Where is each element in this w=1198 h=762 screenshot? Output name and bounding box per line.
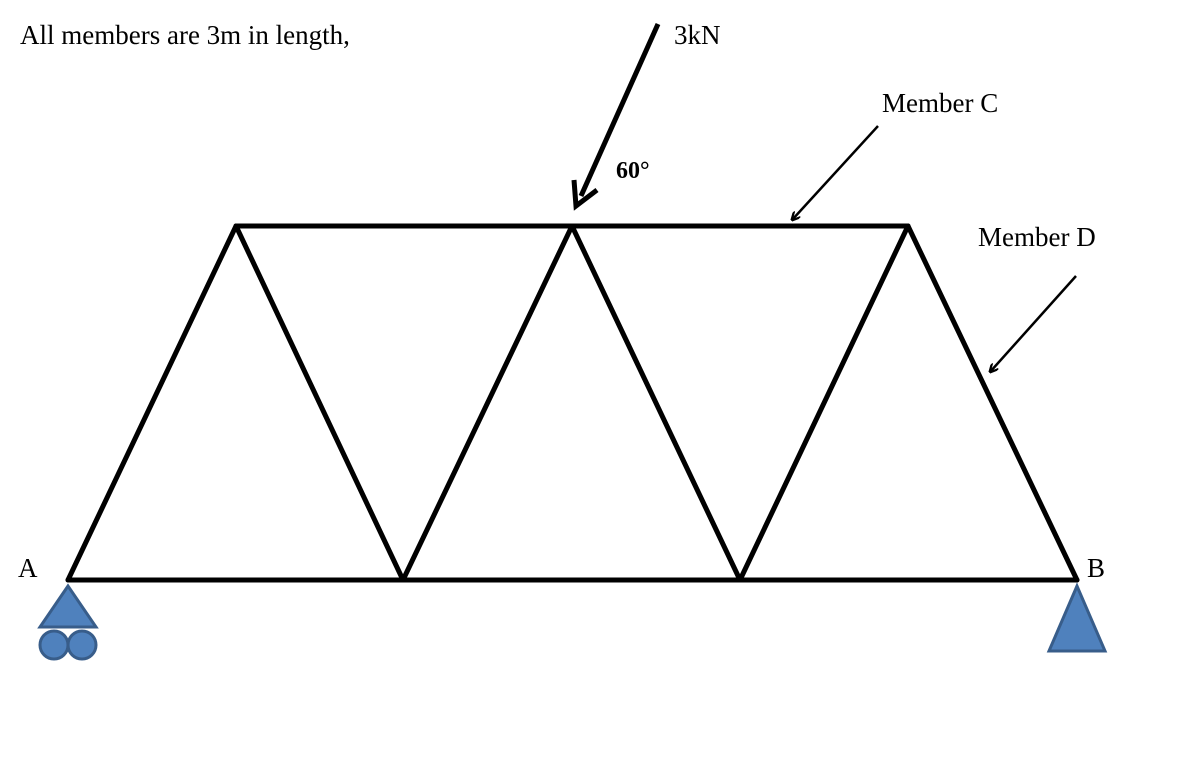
diagonal-3 <box>400 223 575 583</box>
diagonal-4 <box>569 223 743 583</box>
diagonal-1 <box>65 223 239 583</box>
member-c-pointer-arrow <box>792 125 879 220</box>
diagonal-6-member-d <box>905 223 1080 583</box>
member-d-label: Member D <box>978 222 1096 252</box>
support-a-label: A <box>18 553 38 583</box>
length-note: All members are 3m in length, <box>20 20 350 50</box>
diagonal-5 <box>737 223 911 583</box>
truss-members <box>65 223 1080 583</box>
load-arrow <box>571 22 661 211</box>
member-c-label: Member C <box>882 88 998 118</box>
load-angle-label: 60° <box>616 158 650 184</box>
load-magnitude-label: 3kN <box>674 20 721 50</box>
pin-support-icon <box>1046 582 1108 653</box>
member-d-pointer-arrow <box>990 275 1077 372</box>
roller-support-icon <box>37 583 99 661</box>
diagonal-2 <box>233 223 406 583</box>
support-b-label: B <box>1087 553 1105 583</box>
